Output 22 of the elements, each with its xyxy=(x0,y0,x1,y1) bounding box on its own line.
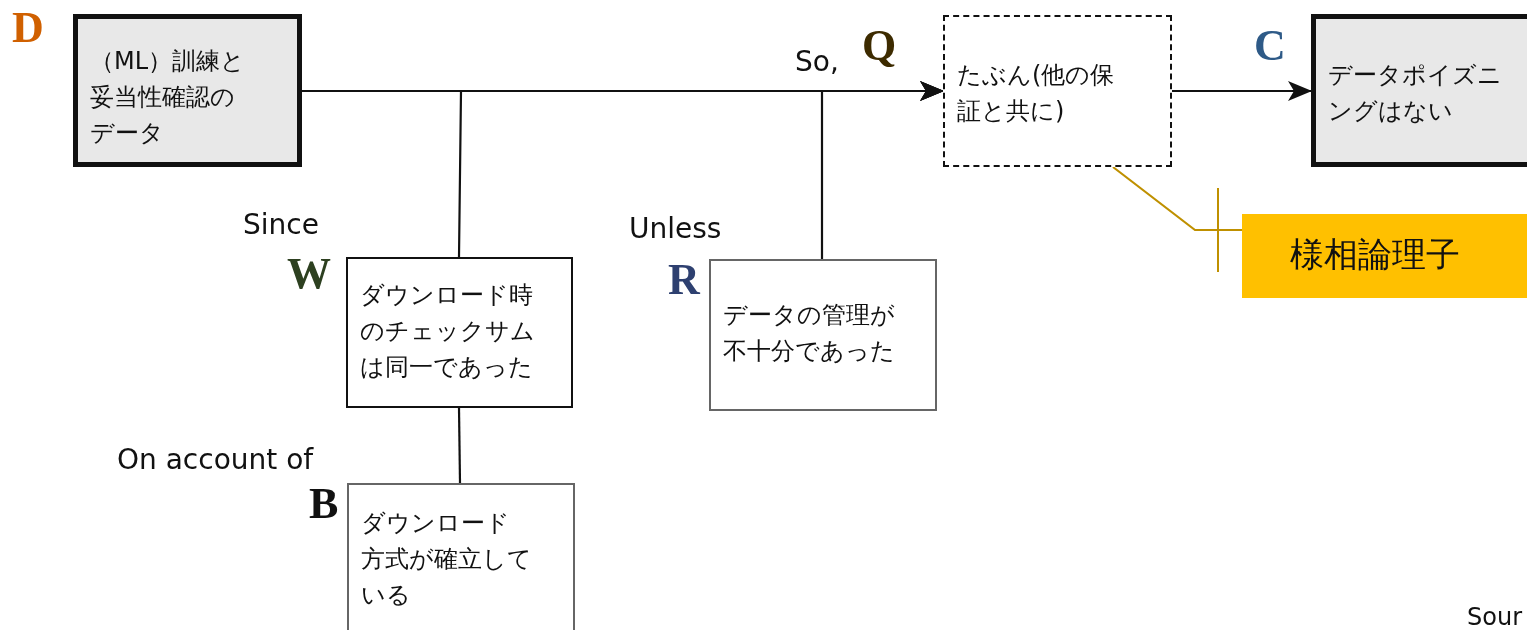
source-note: Sour xyxy=(1467,603,1522,630)
arrow xyxy=(820,81,944,259)
element-letter: D xyxy=(12,2,44,53)
arrow xyxy=(1172,81,1312,101)
element-letter: B xyxy=(309,478,339,529)
element-letter: W xyxy=(287,248,331,299)
element-letter: C xyxy=(1254,20,1286,71)
warrant-box: ダウンロード時のチェックサムは同一であった xyxy=(346,257,573,408)
element-letter: Q xyxy=(862,20,897,71)
claim-box: データポイズニングはない xyxy=(1311,14,1527,167)
element-letter: R xyxy=(668,254,700,305)
connective-label: Since xyxy=(243,208,319,241)
connective-label: Unless xyxy=(629,212,722,245)
leader-line xyxy=(1112,166,1242,273)
rebuttal-box: データの管理が不十分であった xyxy=(709,259,937,411)
edge-label: So, xyxy=(795,45,839,78)
connective-label: On account of xyxy=(117,443,314,476)
data-box: （ML）訓練と妥当性確認のデータ xyxy=(73,14,302,167)
connector-line xyxy=(457,408,462,483)
modal-label-box: 様相論理子 xyxy=(1242,214,1527,298)
backing-box: ダウンロード方式が確立している xyxy=(347,483,575,630)
qualifier-box: たぶん(他の保証と共に) xyxy=(943,15,1172,167)
